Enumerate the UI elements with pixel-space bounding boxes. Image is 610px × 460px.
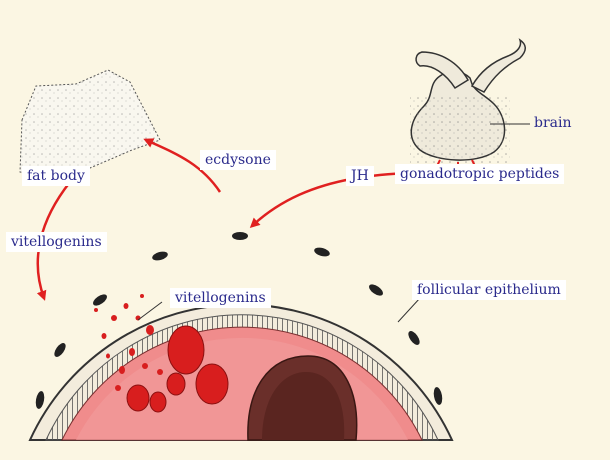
vitellogenins-label-left: vitellogenins bbox=[6, 232, 107, 252]
ecdysone-label: ecdysone bbox=[200, 150, 276, 170]
gonadotropic-peptides-label: gonadotropic peptides bbox=[395, 164, 564, 184]
fat-body-label: fat body bbox=[22, 166, 90, 186]
brain-label: brain bbox=[534, 114, 572, 132]
follicular-epithelium-label: follicular epithelium bbox=[412, 280, 566, 300]
vitellogenins-label-oocyte: vitellogenins bbox=[170, 288, 271, 308]
vitellogenins-leader-line bbox=[138, 302, 162, 320]
jh-label: JH bbox=[346, 166, 374, 186]
follicle-drawing bbox=[30, 232, 452, 440]
fat-body-drawing bbox=[20, 70, 160, 178]
epithelium-leader-line bbox=[398, 298, 420, 322]
brain-drawing bbox=[410, 40, 525, 170]
